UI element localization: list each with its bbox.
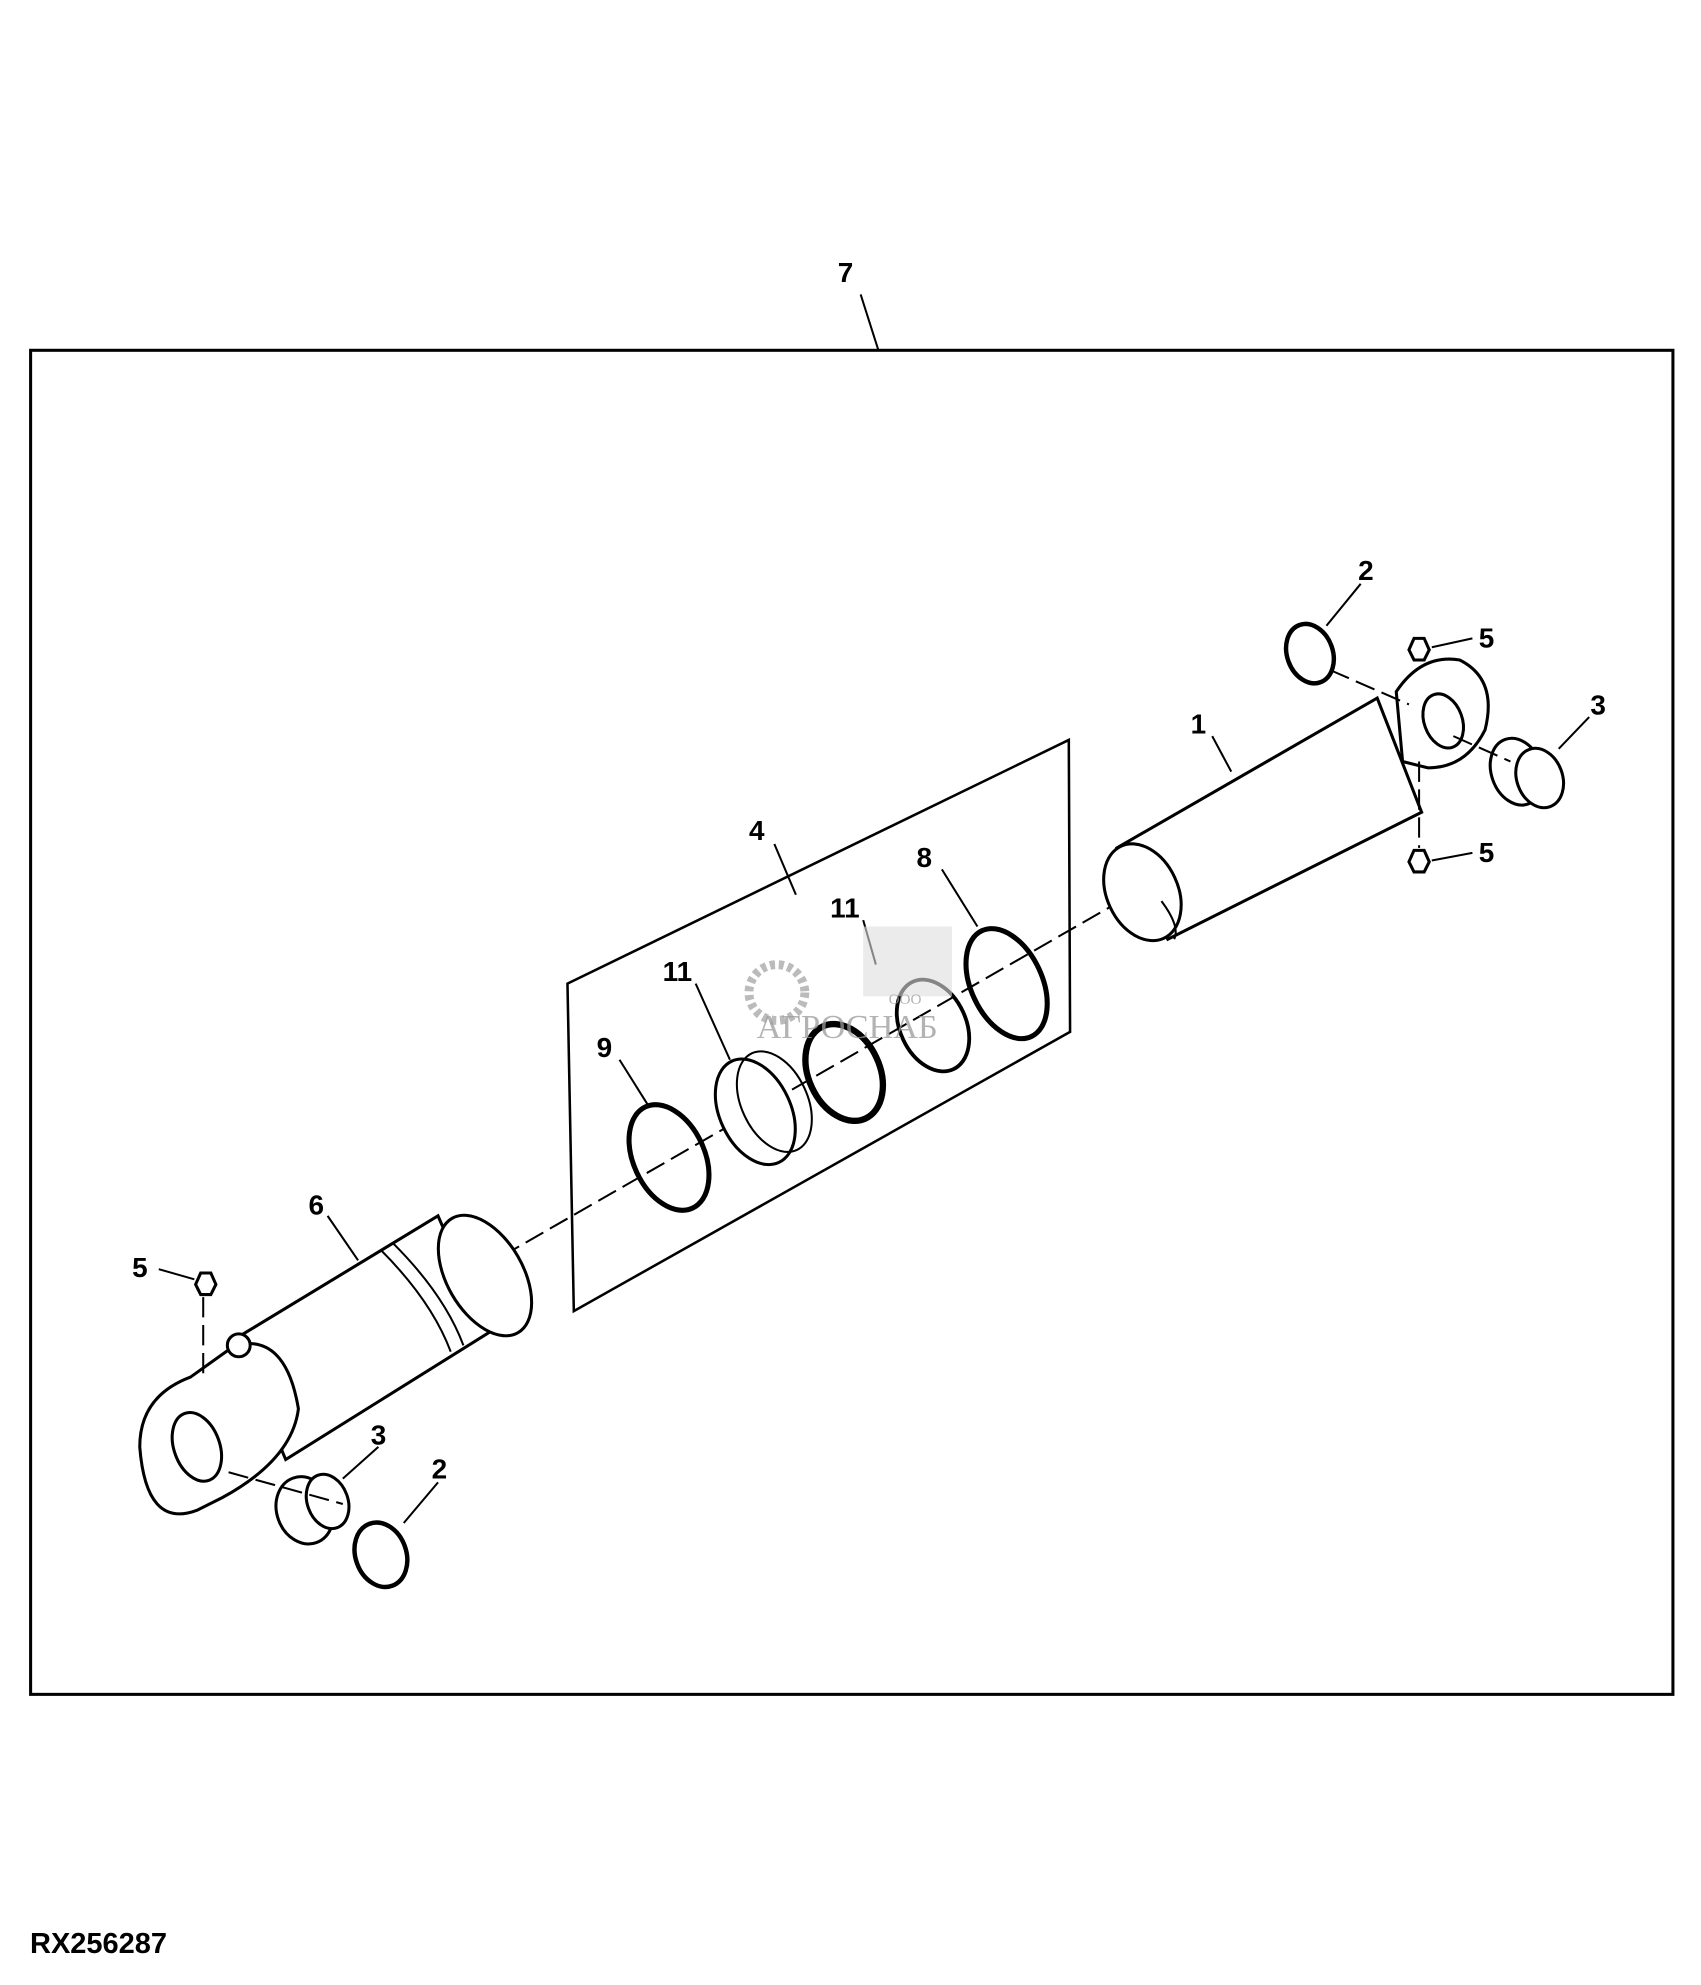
svg-text:ООО: ООО xyxy=(889,991,922,1008)
part-9-ring xyxy=(626,1102,712,1213)
callout-11-lower: 11 xyxy=(663,956,693,987)
part-5-fitting-bottom xyxy=(1407,848,1431,874)
seal-kit-frame xyxy=(566,737,1072,1314)
svg-text:АГРОСНАБ: АГРОСНАБ xyxy=(757,1008,938,1046)
callout-2-upper: 2 xyxy=(1358,555,1374,586)
kit-frame xyxy=(29,348,1675,1696)
callout-5-left: 5 xyxy=(132,1252,148,1283)
callout-9: 9 xyxy=(597,1032,613,1063)
part-2-ring-upper xyxy=(1283,621,1337,686)
part-1-rod xyxy=(1102,657,1490,943)
part-piston-seal xyxy=(802,1020,887,1125)
callout-8: 8 xyxy=(916,842,932,873)
part-11-wear-ring-lower xyxy=(713,1050,813,1167)
part-8-ring xyxy=(963,926,1050,1042)
callout-7: 7 xyxy=(838,257,854,288)
part-3-bushing-lower xyxy=(274,1472,351,1546)
figure-id: RX256287 xyxy=(30,1928,168,1960)
callout-4: 4 xyxy=(749,815,765,846)
part-5-fitting-top xyxy=(1407,636,1431,662)
callout-11-upper: 11 xyxy=(830,893,860,924)
callout-3-lower: 3 xyxy=(371,1419,387,1450)
callout-1: 1 xyxy=(1191,709,1207,740)
callout-5-bottom: 5 xyxy=(1479,837,1495,868)
callout-3-upper: 3 xyxy=(1590,690,1606,721)
part-3-bushing-upper xyxy=(1488,736,1566,810)
part-6-cylinder-body xyxy=(138,1213,534,1516)
callout-2-lower: 2 xyxy=(432,1454,448,1485)
part-2-ring-lower xyxy=(352,1520,410,1590)
part-5-grease-fitting xyxy=(193,1271,218,1297)
callout-6: 6 xyxy=(309,1190,325,1221)
callout-5-top: 5 xyxy=(1479,622,1495,653)
watermark-logo: ООО АГРОСНАБ xyxy=(744,926,953,1046)
